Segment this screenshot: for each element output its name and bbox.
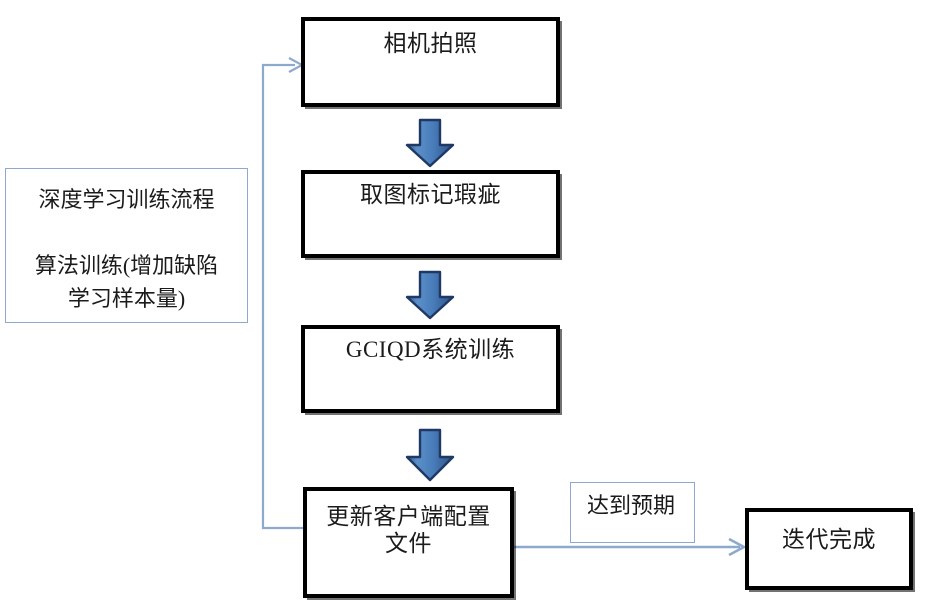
node-iteration-complete[interactable]: 迭代完成 — [745, 508, 913, 590]
node-camera-capture[interactable]: 相机拍照 — [301, 17, 560, 107]
note-meets-expectation-label: 达到预期 — [587, 493, 676, 518]
node-iteration-complete-label: 迭代完成 — [782, 527, 876, 552]
feedback-loop-arrow — [261, 57, 305, 530]
node-update-client-config[interactable]: 更新客户端配置 文件 — [303, 487, 514, 598]
node-mark-defects-label: 取图标记瑕疵 — [360, 182, 501, 207]
train-to-update-block-arrow — [405, 428, 455, 482]
node-gciqd-system-training[interactable]: GCIQD系统训练 — [301, 325, 560, 413]
node-gciqd-system-training-label: GCIQD系统训练 — [345, 337, 516, 362]
note-deep-learning-training-flow: 深度学习训练流程 算法训练(增加缺陷 学习样本量) — [5, 168, 248, 323]
note-deep-learning-training-flow-text: 深度学习训练流程 算法训练(增加缺陷 学习样本量) — [34, 187, 219, 311]
node-mark-defects[interactable]: 取图标记瑕疵 — [301, 170, 560, 258]
node-camera-capture-label: 相机拍照 — [383, 31, 478, 56]
update-to-done-arrow — [510, 537, 747, 557]
node-update-client-config-label: 更新客户端配置 文件 — [326, 504, 491, 557]
mark-to-train-block-arrow — [405, 270, 455, 320]
camera-to-mark-block-arrow — [405, 118, 455, 168]
note-meets-expectation: 达到预期 — [570, 482, 695, 543]
